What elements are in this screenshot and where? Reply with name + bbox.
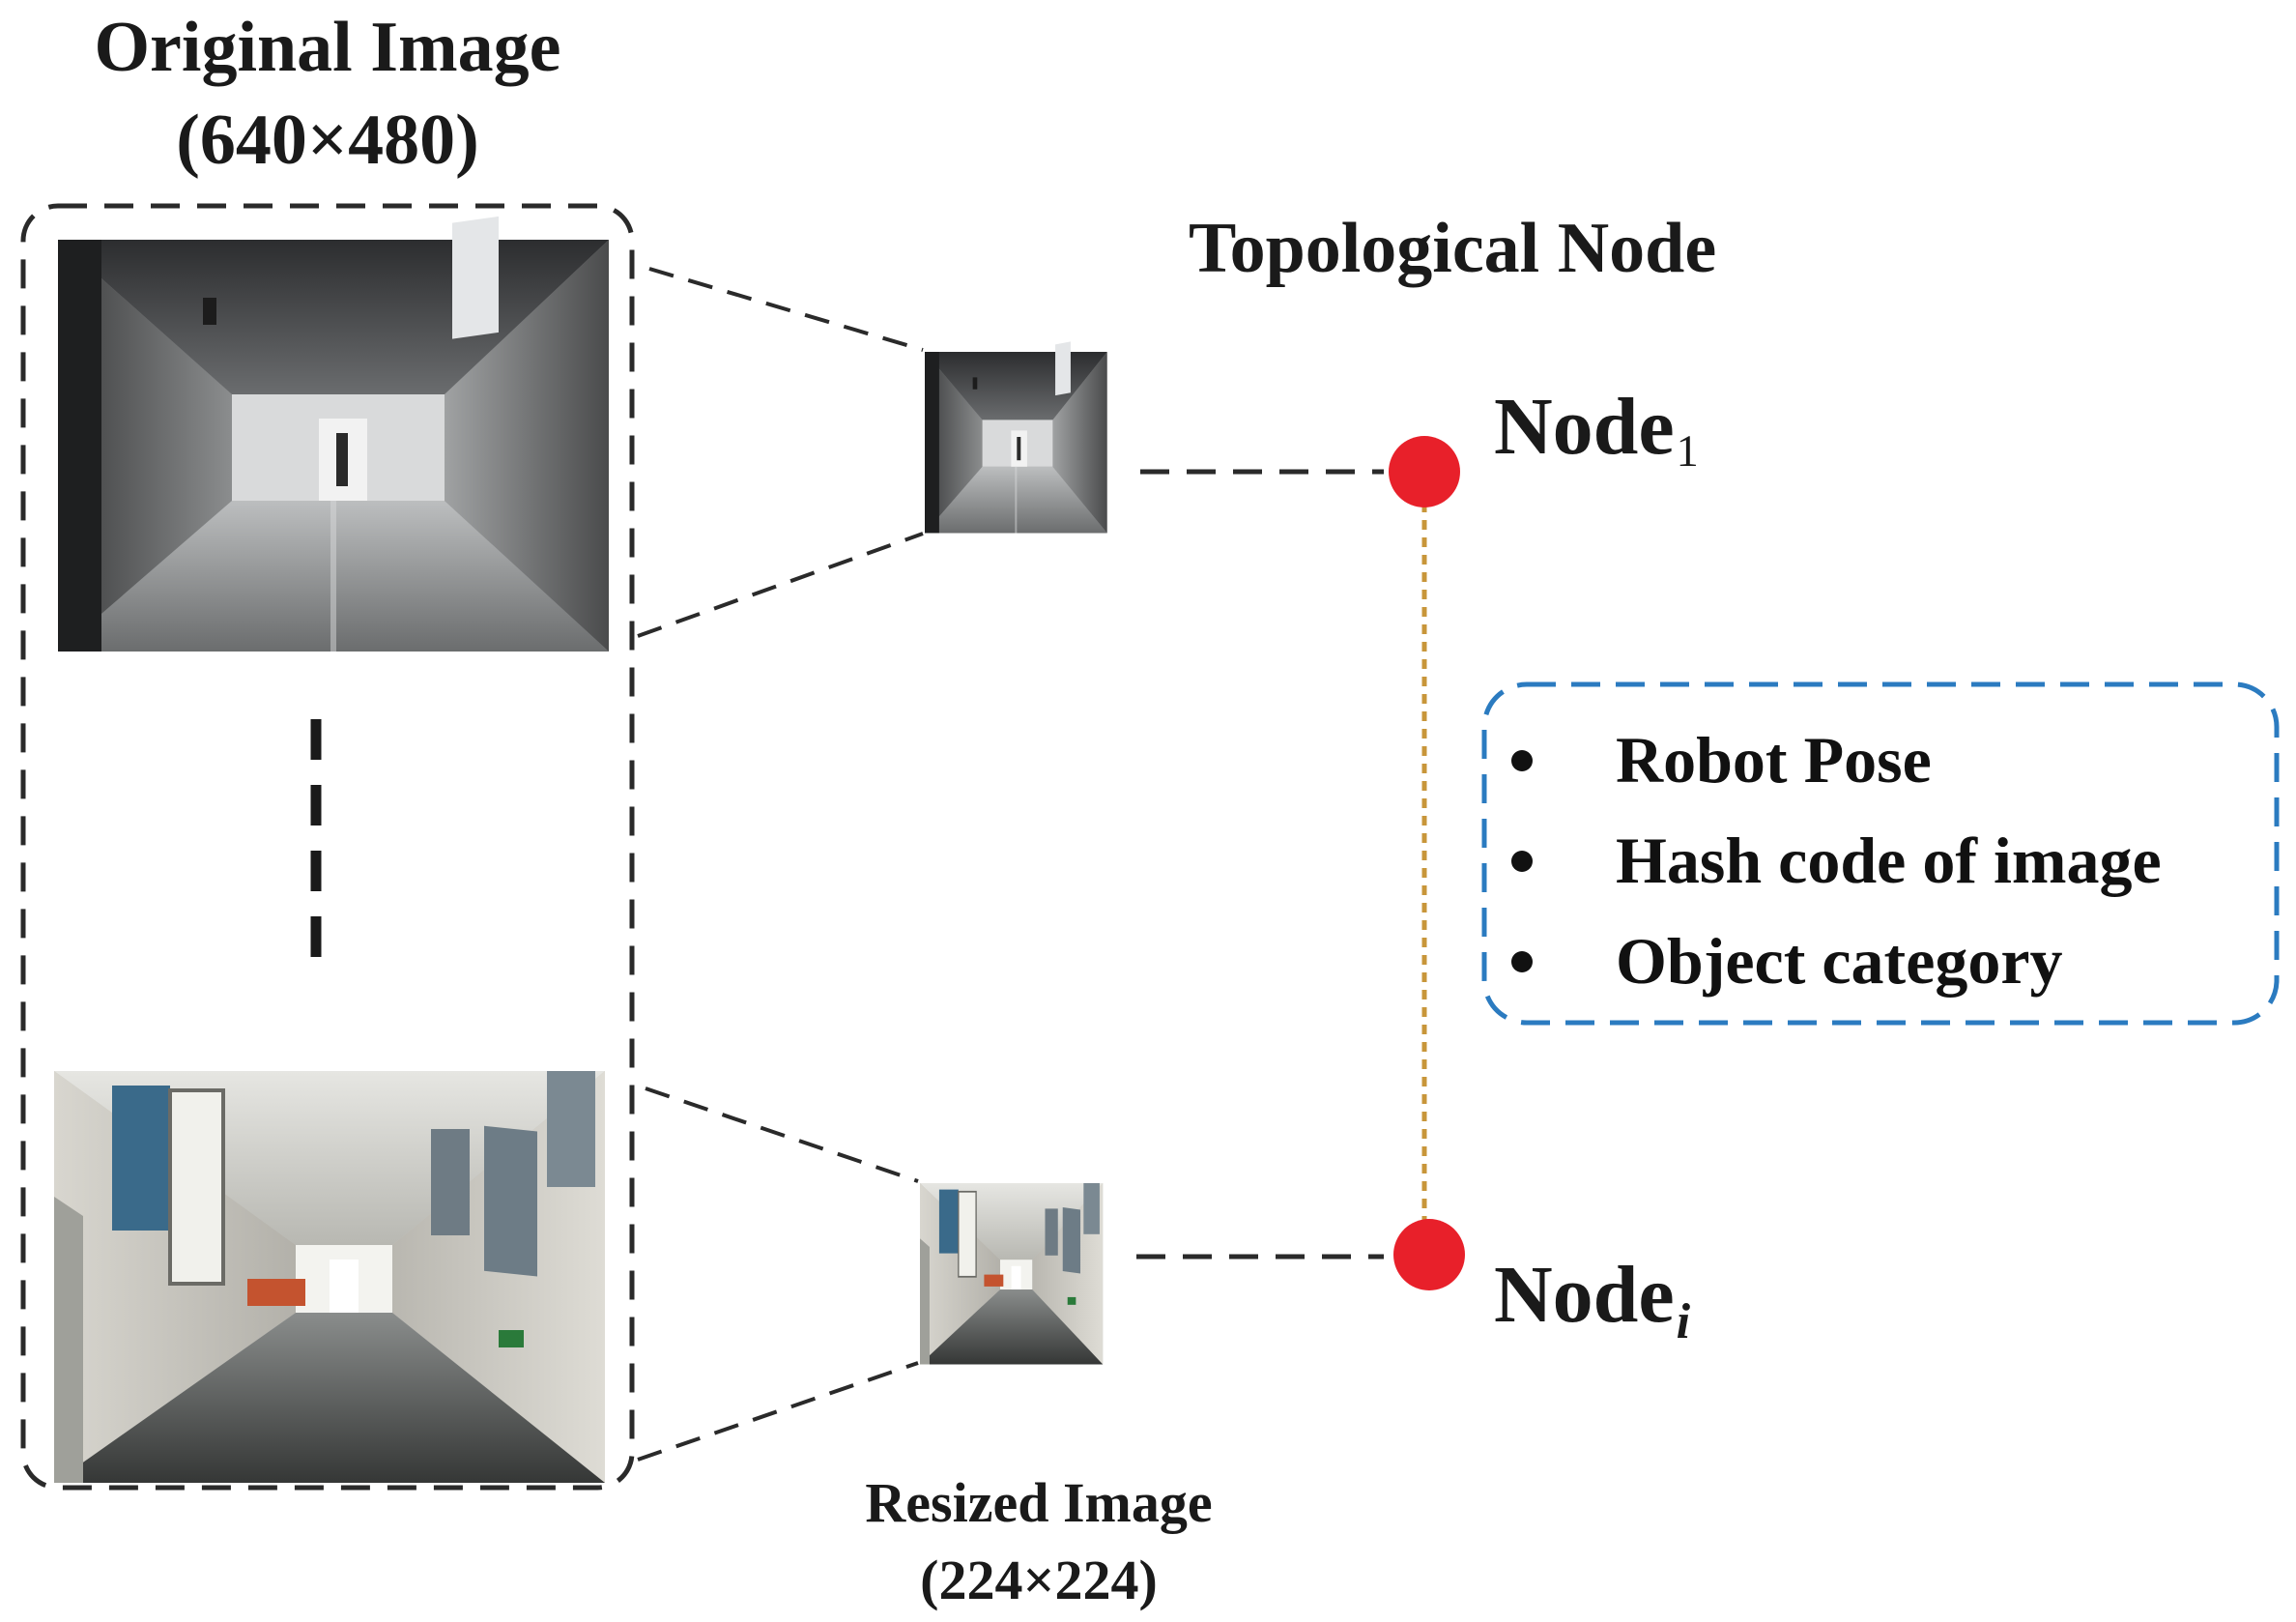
resized-image-title: Resized Image — [865, 1471, 1213, 1534]
node-1-name: Node — [1494, 382, 1675, 472]
zoom-line-top-lower — [637, 532, 924, 638]
original-image-title: Original Image — [94, 8, 561, 87]
zoom-line-bottom-upper — [645, 1086, 919, 1183]
zoom-line-bottom-lower — [637, 1361, 919, 1462]
bullet-dot — [1511, 951, 1533, 972]
original-image-1 — [58, 217, 609, 652]
attribute-item: Hash code of image — [1500, 816, 2162, 916]
topological-node-title: Topological Node — [1189, 209, 1717, 288]
zoom-line-top-upper — [648, 267, 924, 352]
original-image-size: (640×480) — [176, 101, 479, 180]
node-attributes-list: Robot Pose Hash code of image Object cat… — [1500, 715, 2162, 1017]
node-1-marker — [1389, 436, 1460, 507]
resized-image-size: (224×224) — [920, 1549, 1158, 1611]
original-image-i — [52, 1069, 607, 1485]
node-attributes-box — [1481, 681, 2280, 1026]
attribute-item: Object category — [1500, 916, 2162, 1017]
node-i-subscript: i — [1676, 1293, 1691, 1349]
bullet-dot — [1511, 851, 1533, 872]
attribute-robot-pose: Robot Pose — [1616, 723, 1932, 797]
node-1-subscript: 1 — [1676, 425, 1699, 476]
attribute-hash-code: Hash code of image — [1616, 824, 2162, 897]
resized-image-i — [919, 1182, 1105, 1366]
node-i-marker — [1393, 1219, 1465, 1290]
node-1-label: Node1 — [1494, 387, 1699, 474]
attribute-object-category: Object category — [1616, 924, 2063, 998]
attribute-item: Robot Pose — [1500, 715, 2162, 816]
resized-image-1 — [923, 340, 1108, 535]
node-i-label: Nodei — [1494, 1255, 1690, 1347]
node-i-name: Node — [1494, 1250, 1675, 1340]
bullet-dot — [1511, 750, 1533, 771]
